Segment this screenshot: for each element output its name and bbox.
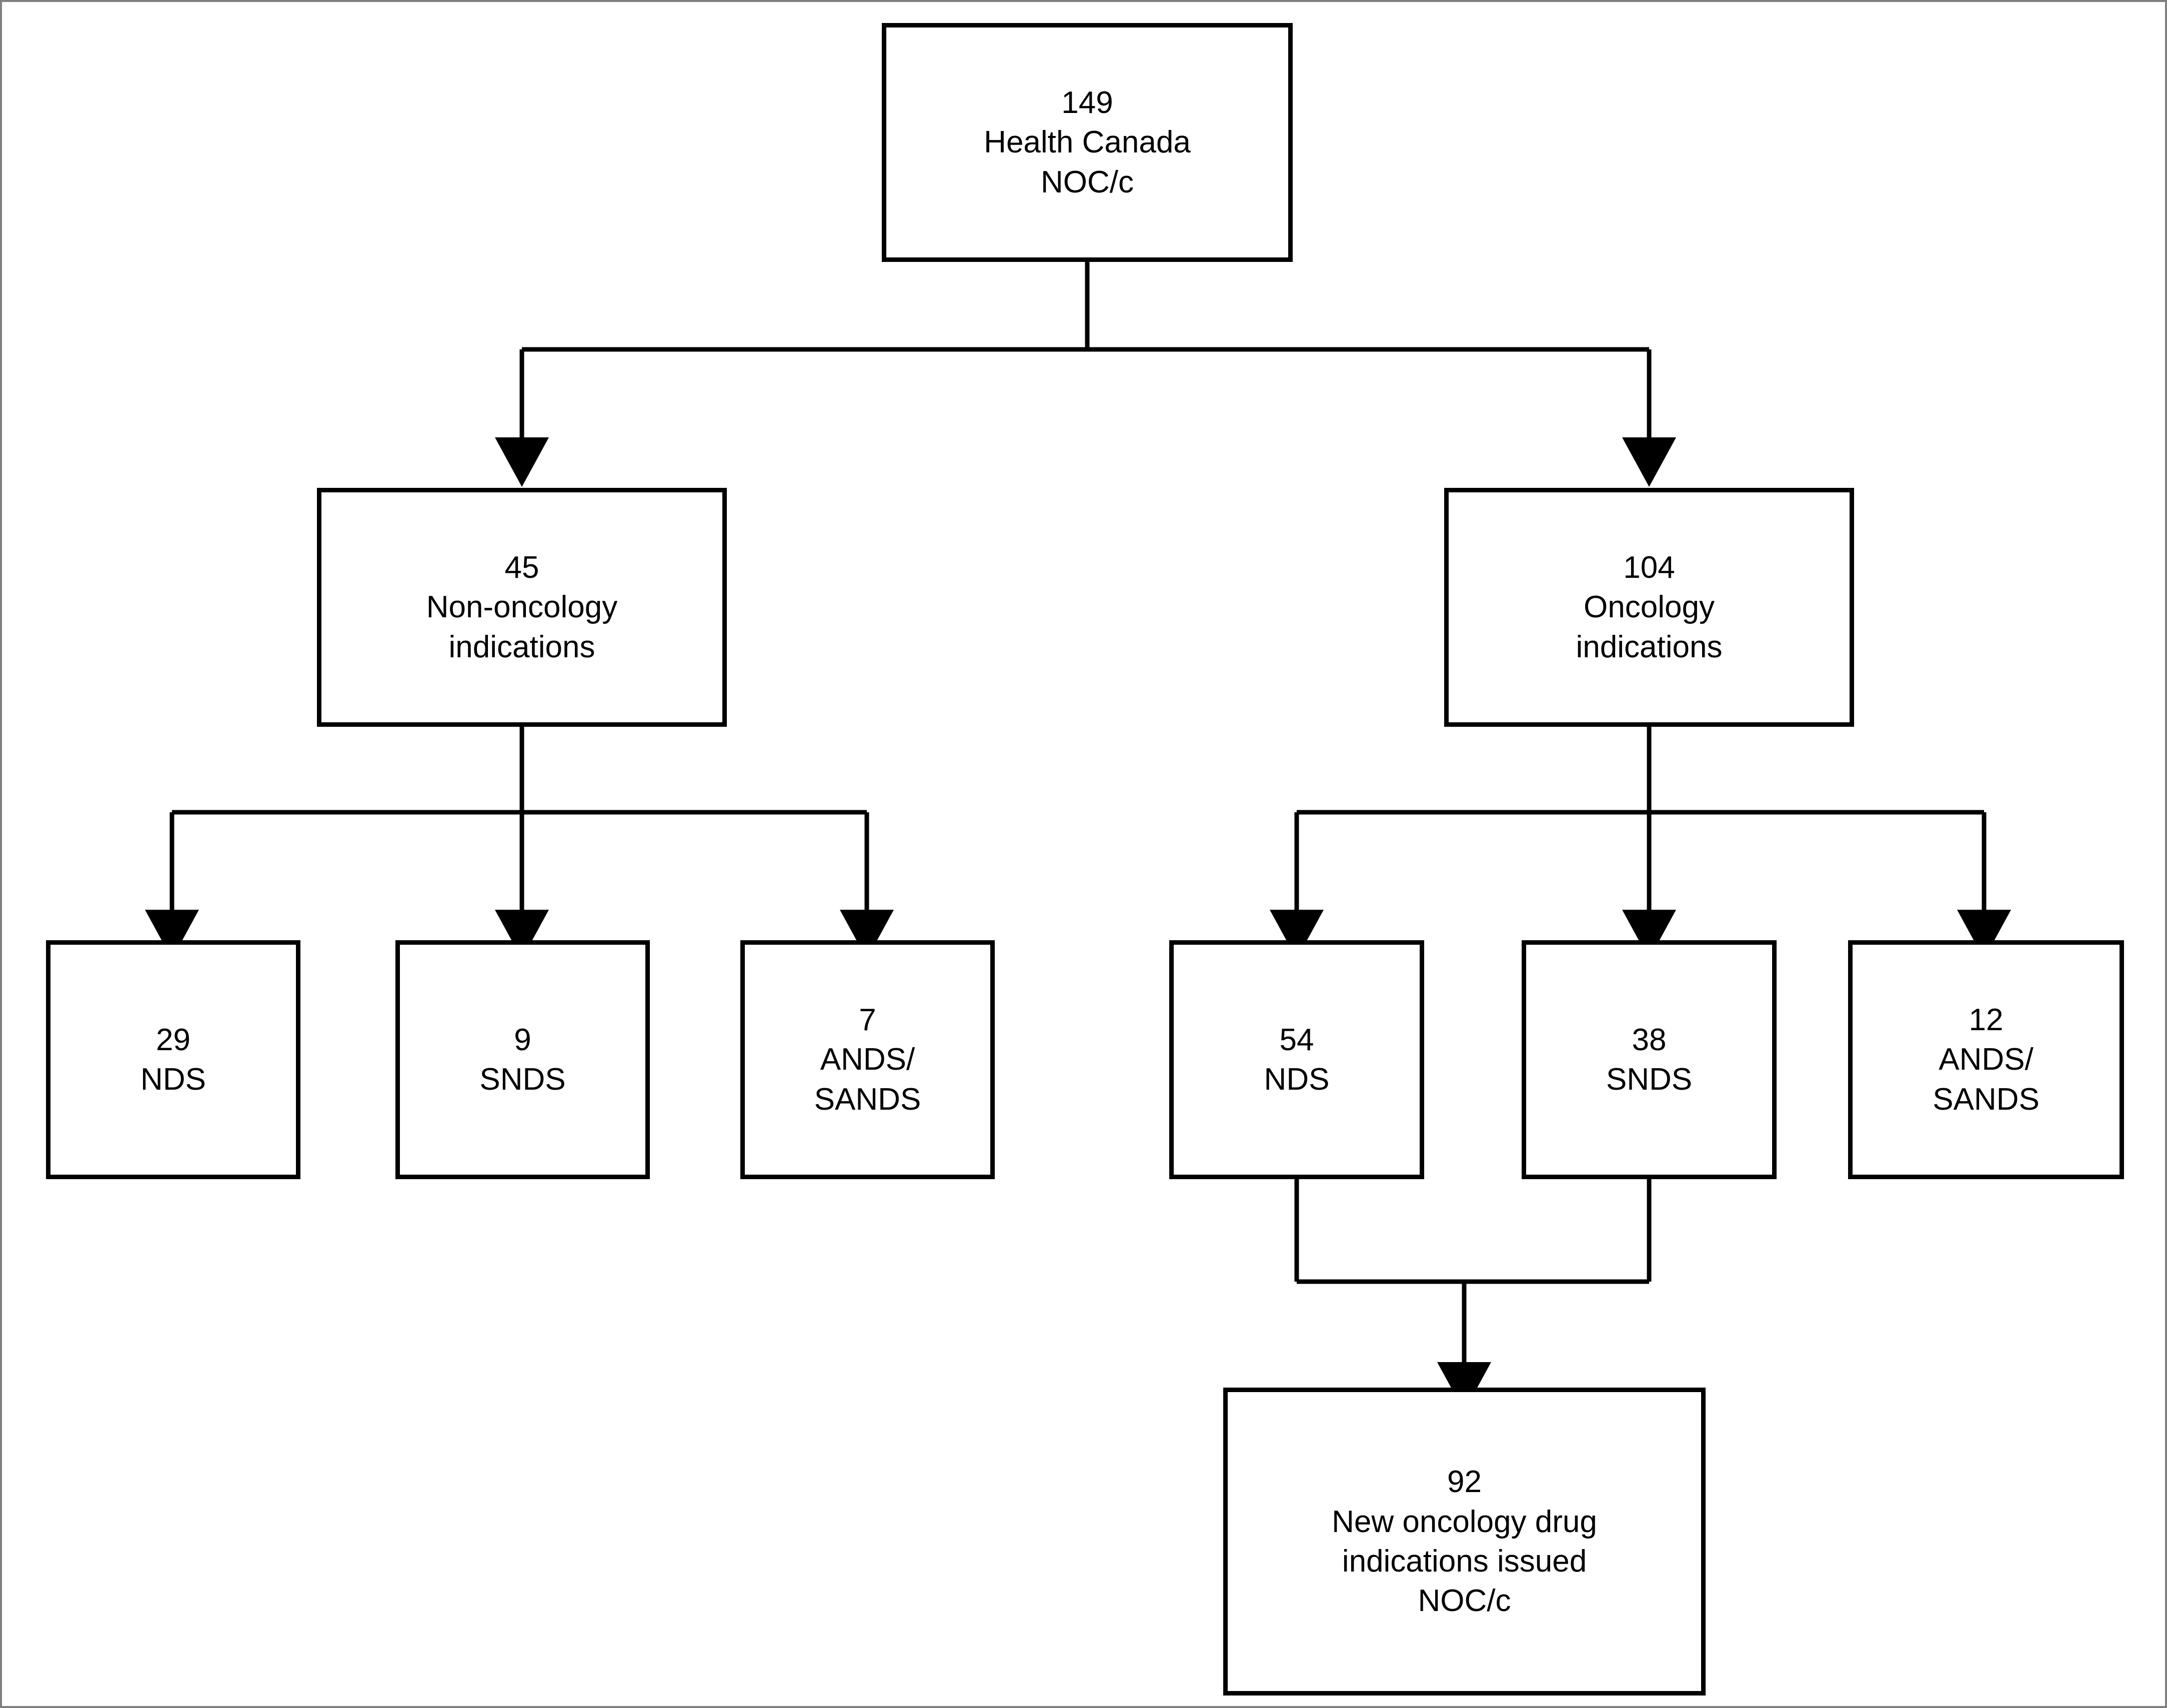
- node-issued[interactable]: 92 New oncology drug indications issued …: [1223, 1388, 1706, 1696]
- node-oncology-line2: Oncology: [1584, 590, 1715, 625]
- edge-nononcology-to-leaves: [145, 727, 894, 959]
- edge-oncology-to-leaves: [1270, 727, 2011, 959]
- node-non-oncology-ands-line2: ANDS/: [820, 1042, 915, 1077]
- node-non-oncology-nds-count: 29: [156, 1022, 190, 1057]
- node-oncology-ands-line3: SANDS: [1933, 1082, 2040, 1117]
- edge-root-to-level1: [495, 262, 1676, 487]
- edge-merge-to-issued: [1294, 1179, 1652, 1412]
- node-oncology-ands-sands[interactable]: 12 ANDS/ SANDS: [1848, 940, 2124, 1179]
- node-non-oncology-snds-line2: SNDS: [479, 1062, 566, 1097]
- node-non-oncology-nds[interactable]: 29 NDS: [46, 940, 300, 1179]
- node-non-oncology-snds-count: 9: [514, 1022, 531, 1057]
- node-oncology-nds-count: 54: [1279, 1022, 1314, 1057]
- node-non-oncology[interactable]: 45 Non-oncology indications: [317, 488, 727, 727]
- node-root[interactable]: 149 Health Canada NOC/c: [882, 23, 1293, 262]
- node-non-oncology-nds-line2: NDS: [140, 1062, 206, 1097]
- node-oncology-nds[interactable]: 54 NDS: [1169, 940, 1424, 1179]
- node-non-oncology-count: 45: [504, 550, 539, 585]
- node-oncology-count: 104: [1623, 550, 1675, 585]
- node-oncology-snds-count: 38: [1632, 1022, 1667, 1057]
- node-issued-line3: indications issued: [1342, 1544, 1587, 1579]
- node-oncology-line3: indications: [1576, 629, 1723, 664]
- node-root-line2: Health Canada: [984, 125, 1191, 160]
- node-non-oncology-line3: indications: [448, 629, 595, 664]
- node-non-oncology-ands-count: 7: [859, 1002, 876, 1037]
- node-oncology-ands-count: 12: [1969, 1002, 2004, 1037]
- node-non-oncology-line2: Non-oncology: [426, 590, 618, 625]
- node-issued-line4: NOC/c: [1418, 1584, 1511, 1619]
- node-issued-count: 92: [1447, 1465, 1482, 1500]
- node-root-count: 149: [1061, 85, 1113, 120]
- node-oncology-snds[interactable]: 38 SNDS: [1522, 940, 1777, 1179]
- node-oncology-ands-line2: ANDS/: [1939, 1042, 2034, 1077]
- node-oncology[interactable]: 104 Oncology indications: [1444, 488, 1854, 727]
- node-issued-line2: New oncology drug: [1332, 1504, 1597, 1539]
- node-non-oncology-ands-sands[interactable]: 7 ANDS/ SANDS: [740, 940, 995, 1179]
- node-non-oncology-ands-line3: SANDS: [814, 1082, 921, 1117]
- node-non-oncology-snds[interactable]: 9 SNDS: [395, 940, 650, 1179]
- node-oncology-snds-line2: SNDS: [1606, 1062, 1693, 1097]
- node-oncology-nds-line2: NDS: [1264, 1062, 1330, 1097]
- node-root-line3: NOC/c: [1041, 164, 1134, 199]
